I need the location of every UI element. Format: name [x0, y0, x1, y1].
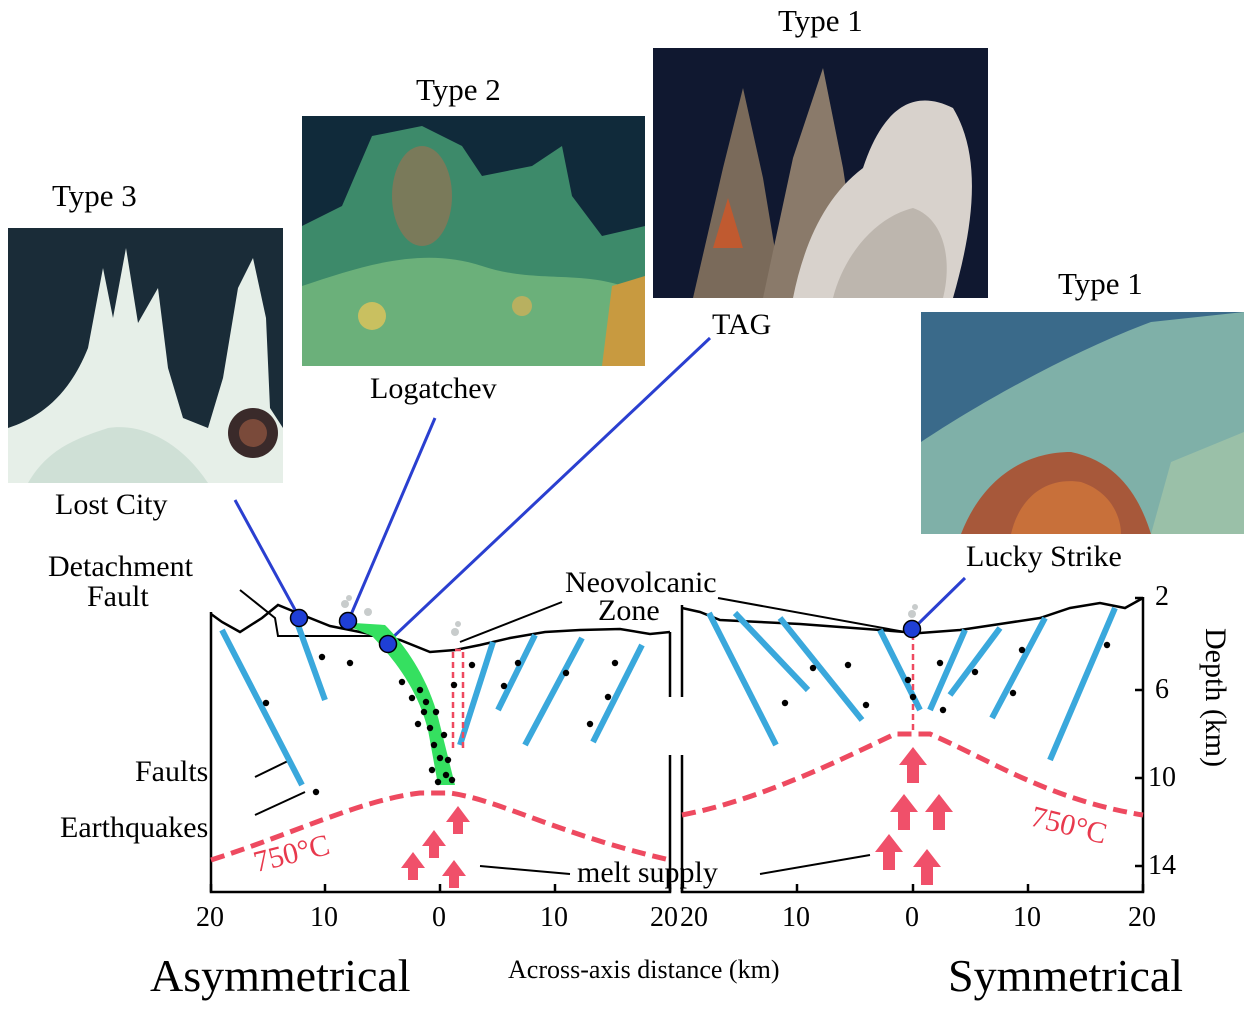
detachment-label-line1: Detachment	[48, 550, 193, 583]
site-label-tag: TAG	[712, 308, 772, 341]
detachment-zone	[338, 622, 455, 785]
distance-tick-right-20a: 20	[680, 902, 708, 933]
faults-leader	[254, 759, 291, 778]
lost-city-photo	[8, 228, 283, 483]
vent-plumes	[341, 595, 918, 636]
depth-tick-10: 10	[1148, 762, 1176, 793]
type-label-lucky-strike: Type 1	[1058, 266, 1143, 301]
depth-axis-label: Depth (km)	[1199, 628, 1232, 768]
leader-lines	[233, 336, 967, 642]
leader-tag	[388, 336, 712, 642]
site-label-logatchev: Logatchev	[370, 372, 497, 405]
vent-markers	[289, 608, 922, 654]
depth-axis-ticks	[1135, 596, 1143, 868]
earthquakes	[262, 641, 1111, 796]
earthquakes-label: Earthquakes	[60, 811, 209, 844]
type-label-tag: Type 1	[778, 3, 863, 38]
detachment-label-line2: Fault	[87, 580, 149, 613]
section-frames	[209, 597, 1145, 894]
depth-tick-6: 6	[1155, 674, 1169, 705]
neovolcanic-dikes	[451, 634, 915, 750]
leader-lucky-strike	[913, 576, 967, 629]
distance-tick-left-20a: 20	[196, 902, 224, 933]
melt-supply-label: melt supply	[577, 856, 718, 889]
vent-marker-lost-city	[289, 608, 309, 628]
leader-lost-city	[233, 499, 301, 618]
vent-marker-logatchev	[338, 611, 358, 631]
site-label-lucky-strike: Lucky Strike	[966, 540, 1122, 573]
asymmetrical-label: Asymmetrical	[150, 950, 411, 1001]
tag-photo	[653, 48, 988, 298]
distance-axis-ticks	[209, 884, 1145, 892]
distance-tick-right-20b: 20	[1128, 902, 1156, 933]
type-label-logatchev: Type 2	[416, 72, 501, 107]
depth-tick-2: 2	[1155, 581, 1169, 612]
leader-logatchev	[348, 417, 437, 618]
distance-tick-left-10a: 10	[310, 902, 338, 933]
distance-tick-right-0: 0	[905, 902, 919, 933]
distance-tick-left-10b: 10	[540, 902, 568, 933]
site-label-lost-city: Lost City	[55, 488, 168, 521]
isotherm-750	[210, 731, 1144, 863]
melt-supply-arrows	[399, 747, 953, 888]
distance-tick-left-0: 0	[432, 902, 446, 933]
neovolcanic-leader-right	[717, 597, 906, 633]
symmetrical-label: Symmetrical	[948, 950, 1184, 1001]
distance-tick-right-10a: 10	[782, 902, 810, 933]
neovolcanic-label-line2: Zone	[598, 594, 660, 627]
neovolcanic-leader-left	[459, 601, 563, 643]
depth-tick-14: 14	[1148, 850, 1176, 881]
faults	[219, 606, 1118, 787]
vent-marker-lucky-strike	[902, 619, 922, 639]
melt-supply-leader-left	[479, 865, 571, 875]
earthquakes-leader	[254, 791, 306, 816]
type-label-lost-city: Type 3	[52, 178, 137, 213]
melt-supply-leader-right	[759, 854, 871, 875]
lucky-strike-photo	[921, 312, 1244, 534]
detachment-fault-line	[239, 589, 906, 875]
neovolcanic-label-line1: Neovolcanic	[565, 566, 717, 599]
distance-tick-left-20b: 20	[650, 902, 678, 933]
x-axis-label: Across-axis distance (km)	[508, 955, 780, 984]
logatchev-photo	[302, 116, 645, 366]
vent-marker-tag	[378, 634, 398, 654]
faults-label: Faults	[135, 755, 209, 788]
distance-tick-right-10b: 10	[1013, 902, 1041, 933]
